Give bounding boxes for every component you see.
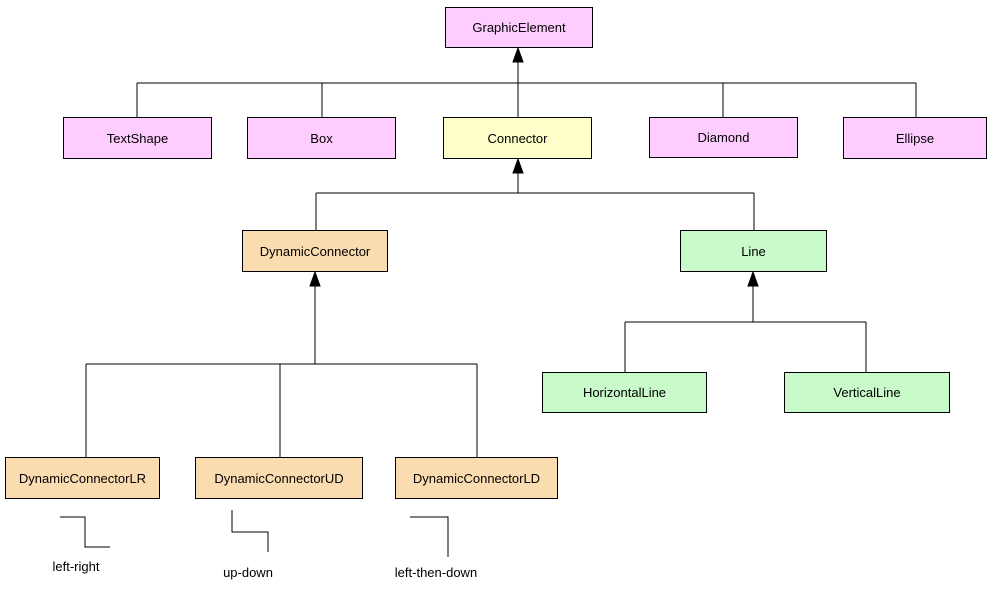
- node-textshape: TextShape: [63, 117, 212, 159]
- node-dynamicconnectorud: DynamicConnectorUD: [195, 457, 363, 499]
- node-horizontalline: HorizontalLine: [542, 372, 707, 413]
- annotation-left-then-down: left-then-down: [394, 565, 478, 580]
- node-label: DynamicConnectorLR: [18, 470, 147, 486]
- node-label: Diamond: [697, 130, 750, 145]
- node-connector: Connector: [443, 117, 592, 159]
- glyph-group-annotations: [60, 510, 449, 557]
- node-label: TextShape: [106, 130, 169, 146]
- node-verticalline: VerticalLine: [784, 372, 950, 413]
- node-label: VerticalLine: [833, 385, 901, 400]
- node-label: Line: [741, 243, 766, 259]
- node-dynamicconnector: DynamicConnector: [242, 230, 388, 272]
- node-dynamicconnectorld: DynamicConnectorLD: [395, 457, 558, 499]
- edge-group-line-children: [624, 270, 867, 372]
- node-dynamicconnectorlr: DynamicConnectorLR: [5, 457, 160, 499]
- node-graphicelement: GraphicElement: [445, 7, 593, 48]
- annotation-up-down: up-down: [223, 565, 273, 580]
- left-then-down-glyph-icon: [410, 516, 449, 557]
- node-label: HorizontalLine: [582, 385, 667, 400]
- node-label: GraphicElement: [472, 20, 566, 35]
- node-box: Box: [247, 117, 396, 159]
- node-ellipse: Ellipse: [843, 117, 987, 159]
- arrowhead-connector: [512, 157, 524, 174]
- node-label: Box: [310, 130, 333, 146]
- node-label: DynamicConnectorUD: [214, 470, 344, 486]
- edge-group-graphicelement-children: [136, 46, 917, 117]
- left-right-glyph-icon: [60, 516, 110, 548]
- edge-group-dynamicconnector-children: [85, 270, 478, 457]
- arrowhead-graphicelement: [512, 46, 524, 63]
- arrowhead-dynamicconnector: [309, 270, 321, 287]
- arrowhead-line: [747, 270, 759, 287]
- node-label: Connector: [487, 130, 548, 146]
- node-line: Line: [680, 230, 827, 272]
- edge-group-connector-children: [315, 157, 755, 230]
- node-label: DynamicConnectorLD: [412, 470, 541, 486]
- node-label: Ellipse: [895, 130, 935, 146]
- node-label: DynamicConnector: [259, 243, 371, 259]
- annotation-left-right: left-right: [52, 559, 100, 574]
- up-down-glyph-icon: [231, 510, 269, 552]
- node-diamond: Diamond: [649, 117, 798, 158]
